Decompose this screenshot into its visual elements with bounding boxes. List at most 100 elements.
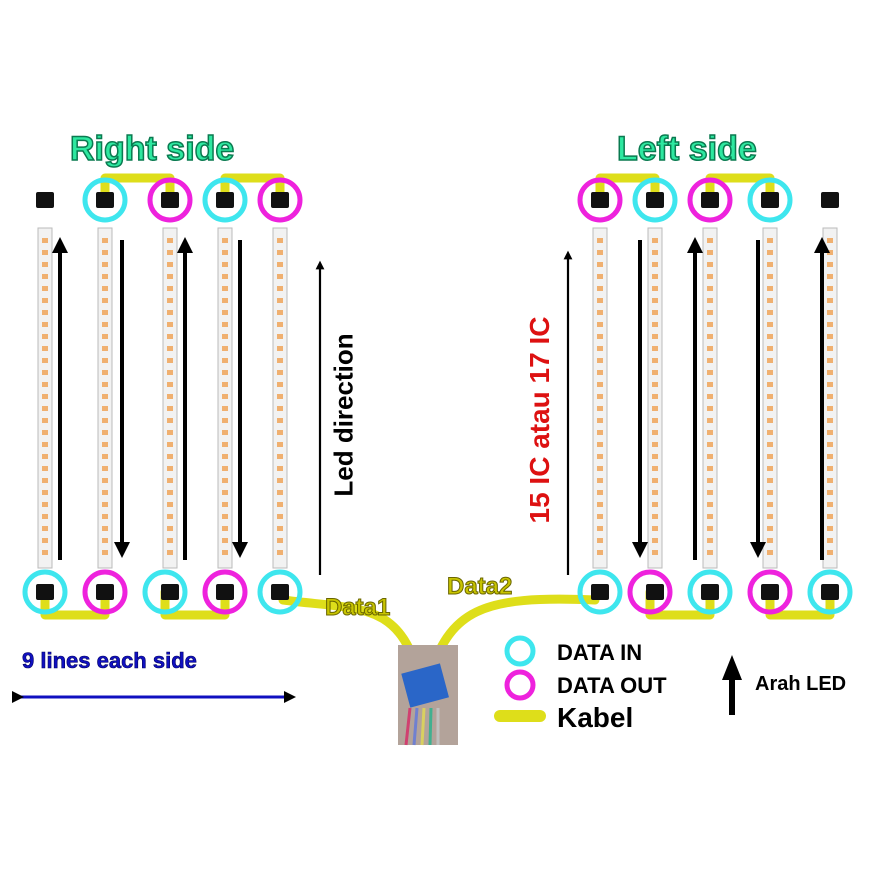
top-connector xyxy=(701,192,719,208)
led-chip xyxy=(767,418,773,423)
led-chip xyxy=(222,322,228,327)
led-chip xyxy=(42,250,48,255)
led-chip xyxy=(42,358,48,363)
led-chip xyxy=(597,418,603,423)
led-chip xyxy=(827,418,833,423)
top-connector xyxy=(36,192,54,208)
led-chip xyxy=(167,394,173,399)
led-chip xyxy=(707,454,713,459)
legend-data-out: DATA OUT xyxy=(557,673,667,698)
led-chip xyxy=(42,526,48,531)
led-chip xyxy=(707,490,713,495)
led-chip xyxy=(277,322,283,327)
led-chip xyxy=(597,358,603,363)
led-chip xyxy=(167,550,173,555)
led-chip xyxy=(277,382,283,387)
led-chip xyxy=(597,466,603,471)
led-chip xyxy=(597,370,603,375)
led-chip xyxy=(167,454,173,459)
led-chip xyxy=(102,454,108,459)
led-chip xyxy=(42,478,48,483)
led-chip xyxy=(827,406,833,411)
led-chip xyxy=(102,490,108,495)
led-chip xyxy=(707,406,713,411)
led-chip xyxy=(652,394,658,399)
led-chip xyxy=(167,310,173,315)
bottom-cable-link xyxy=(40,587,110,620)
led-chip xyxy=(707,526,713,531)
led-chip xyxy=(102,334,108,339)
led-chip xyxy=(102,298,108,303)
led-chip xyxy=(167,322,173,327)
led-chip xyxy=(42,322,48,327)
led-chip xyxy=(652,478,658,483)
data-in-circle xyxy=(22,569,68,615)
led-chip xyxy=(102,382,108,387)
led-chip xyxy=(767,238,773,243)
led-chip xyxy=(827,238,833,243)
led-chip xyxy=(652,550,658,555)
bottom-connector xyxy=(821,584,839,600)
bottom-connector xyxy=(591,584,609,600)
led-chip xyxy=(277,346,283,351)
led-chip xyxy=(827,394,833,399)
legend-cable: Kabel xyxy=(557,702,634,733)
led-chip xyxy=(102,526,108,531)
led-chip xyxy=(652,526,658,531)
top-cable-link xyxy=(705,173,775,205)
led-chip xyxy=(652,298,658,303)
led-chip xyxy=(597,322,603,327)
data-in-circle xyxy=(577,569,623,615)
top-connector xyxy=(216,192,234,208)
led-chip xyxy=(222,358,228,363)
led-chip xyxy=(707,502,713,507)
led-chip xyxy=(652,370,658,375)
led-chip xyxy=(597,442,603,447)
lines-each-side-label: 9 lines each side xyxy=(22,648,197,674)
led-chip xyxy=(597,286,603,291)
led-chip xyxy=(167,526,173,531)
controller-wire xyxy=(404,707,412,746)
led-chip xyxy=(652,334,658,339)
bottom-cable-link xyxy=(765,587,835,620)
led-chip xyxy=(707,466,713,471)
led-chip xyxy=(102,502,108,507)
led-chip xyxy=(102,286,108,291)
led-chip xyxy=(167,418,173,423)
led-chip xyxy=(827,334,833,339)
top-connector xyxy=(161,192,179,208)
led-chip xyxy=(707,538,713,543)
led-chip xyxy=(827,454,833,459)
led-chip xyxy=(167,406,173,411)
led-chip xyxy=(167,250,173,255)
led-chip xyxy=(767,322,773,327)
led-chip xyxy=(167,478,173,483)
led-chip xyxy=(42,550,48,555)
left-side-title: Left side xyxy=(616,129,757,169)
led-chip xyxy=(42,298,48,303)
led-chip xyxy=(707,298,713,303)
led-chip xyxy=(222,526,228,531)
bottom-connector xyxy=(96,584,114,600)
led-chip xyxy=(767,526,773,531)
led-chip xyxy=(167,262,173,267)
led-chip xyxy=(167,490,173,495)
led-chip xyxy=(597,334,603,339)
led-chip xyxy=(767,514,773,519)
data-out-circle xyxy=(687,177,733,223)
led-chip xyxy=(767,262,773,267)
led-chip xyxy=(222,346,228,351)
led-chip xyxy=(222,334,228,339)
led-chip xyxy=(102,466,108,471)
led-chip xyxy=(767,466,773,471)
led-chip xyxy=(707,322,713,327)
led-chip xyxy=(222,442,228,447)
led-chip xyxy=(652,310,658,315)
led-chip xyxy=(827,382,833,387)
led-chip xyxy=(42,370,48,375)
led-chip xyxy=(42,346,48,351)
led-chip xyxy=(827,466,833,471)
led-chip xyxy=(102,274,108,279)
led-chip xyxy=(102,358,108,363)
